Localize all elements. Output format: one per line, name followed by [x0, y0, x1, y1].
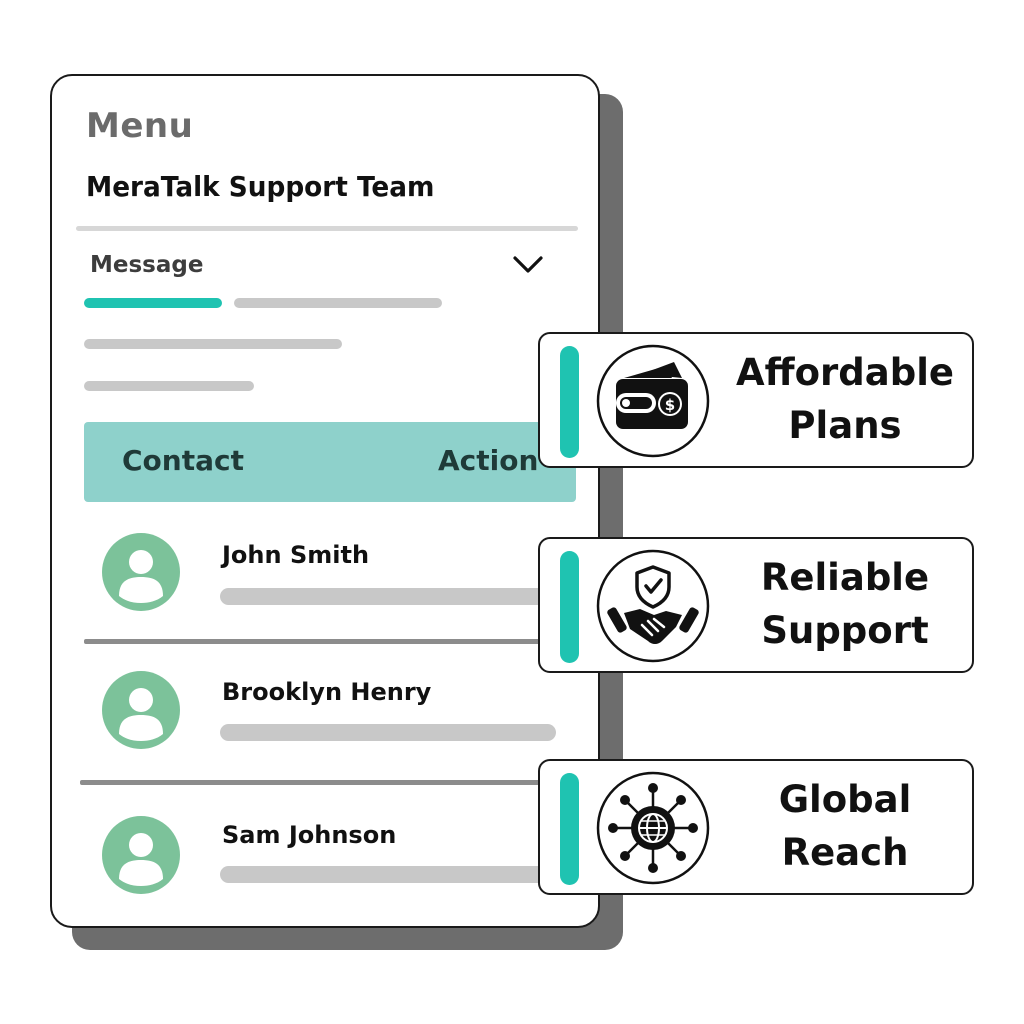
avatar-icon [102, 533, 180, 611]
placeholder-line [220, 724, 556, 741]
contact-name[interactable]: Brooklyn Henry [222, 678, 432, 706]
team-name: MeraTalk Support Team [86, 170, 435, 203]
message-dropdown-label[interactable]: Message [90, 252, 204, 278]
placeholder-line [84, 381, 254, 391]
globe-network-icon [596, 771, 710, 885]
placeholder-line [220, 588, 560, 605]
placeholder-line [220, 866, 560, 883]
feature-title-line2: Support [761, 609, 929, 652]
feature-card-affordable-plans: $ Affordable Plans [538, 332, 974, 468]
placeholder-line [234, 298, 442, 308]
feature-accent-bar [560, 773, 579, 885]
feature-card-global-reach: Global Reach [538, 759, 974, 895]
feature-accent-bar [560, 346, 579, 458]
avatar-icon [102, 816, 180, 894]
feature-card-reliable-support: Reliable Support [538, 537, 974, 673]
row-divider [80, 780, 572, 785]
avatar-icon [102, 671, 180, 749]
row-divider [84, 639, 556, 644]
feature-title-line2: Reach [781, 831, 909, 874]
header-divider [76, 226, 578, 231]
feature-title-line1: Reliable [760, 556, 930, 600]
feature-label: Reliable Support [720, 539, 970, 671]
column-header-action: Action [438, 444, 539, 477]
message-tab-indicator [84, 298, 222, 308]
placeholder-line [84, 339, 342, 349]
feature-accent-bar [560, 551, 579, 663]
handshake-shield-icon [596, 549, 710, 663]
feature-title-line1: Global [778, 778, 912, 822]
column-header-contact: Contact [122, 444, 244, 477]
svg-text:$: $ [665, 396, 675, 414]
menu-title: Menu [86, 106, 194, 146]
table-header: Contact Action [84, 422, 576, 502]
wallet-dollar-icon: $ [596, 344, 710, 458]
feature-title-line2: Plans [788, 404, 902, 447]
feature-label: Affordable Plans [720, 334, 970, 466]
contact-name[interactable]: Sam Johnson [222, 821, 397, 849]
menu-panel: Menu MeraTalk Support Team Message Conta… [50, 74, 600, 928]
chevron-down-icon[interactable] [510, 250, 546, 280]
contact-name[interactable]: John Smith [222, 541, 370, 569]
feature-title-line1: Affordable [736, 351, 954, 395]
feature-label: Global Reach [720, 761, 970, 893]
